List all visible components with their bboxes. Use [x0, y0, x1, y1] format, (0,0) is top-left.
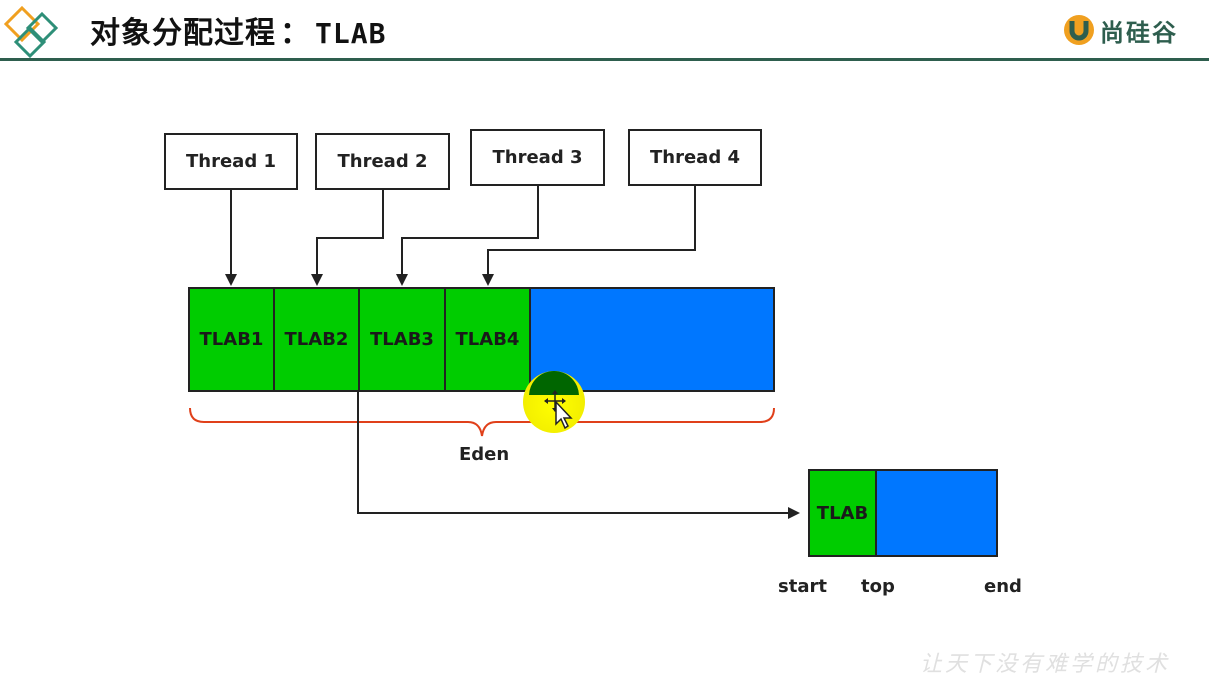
- pointer-top-label: top: [861, 576, 895, 597]
- thread-2-arrow: [311, 189, 384, 286]
- thread-box-3: Thread 3: [470, 129, 605, 186]
- header-divider: [0, 58, 1209, 61]
- watermark: 让天下没有难学的技术: [920, 652, 1171, 677]
- thread-4-arrow: [482, 185, 696, 286]
- thread-box-1: Thread 1: [164, 133, 298, 190]
- brand-u-icon: [1064, 15, 1094, 45]
- brand-logo: 尚硅谷: [1062, 12, 1178, 48]
- tlab-detail-arrow: [357, 392, 800, 519]
- pointer-start-label: start: [778, 576, 827, 597]
- tlab-block-2: TLAB2: [273, 287, 360, 392]
- page-title: 对象分配过程：TLAB: [90, 8, 386, 52]
- pointer-end-label: end: [984, 576, 1022, 597]
- diamond-logo-icon: [4, 6, 59, 58]
- header-bar: 对象分配过程：TLAB 尚硅谷: [0, 0, 1209, 62]
- eden-free-space: [529, 287, 775, 392]
- page-title-separator: ：: [280, 16, 311, 51]
- tlab-block-1: TLAB1: [188, 287, 275, 392]
- thread-box-4: Thread 4: [628, 129, 762, 186]
- tlab-detail-used: TLAB: [808, 469, 877, 557]
- tlab-block-3: TLAB3: [358, 287, 446, 392]
- thread-3-arrow: [396, 185, 539, 286]
- eden-brace: [189, 407, 775, 437]
- tlab-detail-free: [875, 469, 998, 557]
- page-title-en: TLAB: [315, 17, 387, 50]
- thread-box-2: Thread 2: [315, 133, 450, 190]
- eden-label: Eden: [459, 444, 510, 465]
- page-title-cn: 对象分配过程: [90, 16, 276, 51]
- brand-name: 尚硅谷: [1100, 18, 1178, 47]
- move-cursor-icon: [544, 390, 573, 430]
- cursor-highlight-shadow: [529, 371, 579, 395]
- tlab-block-4: TLAB4: [444, 287, 531, 392]
